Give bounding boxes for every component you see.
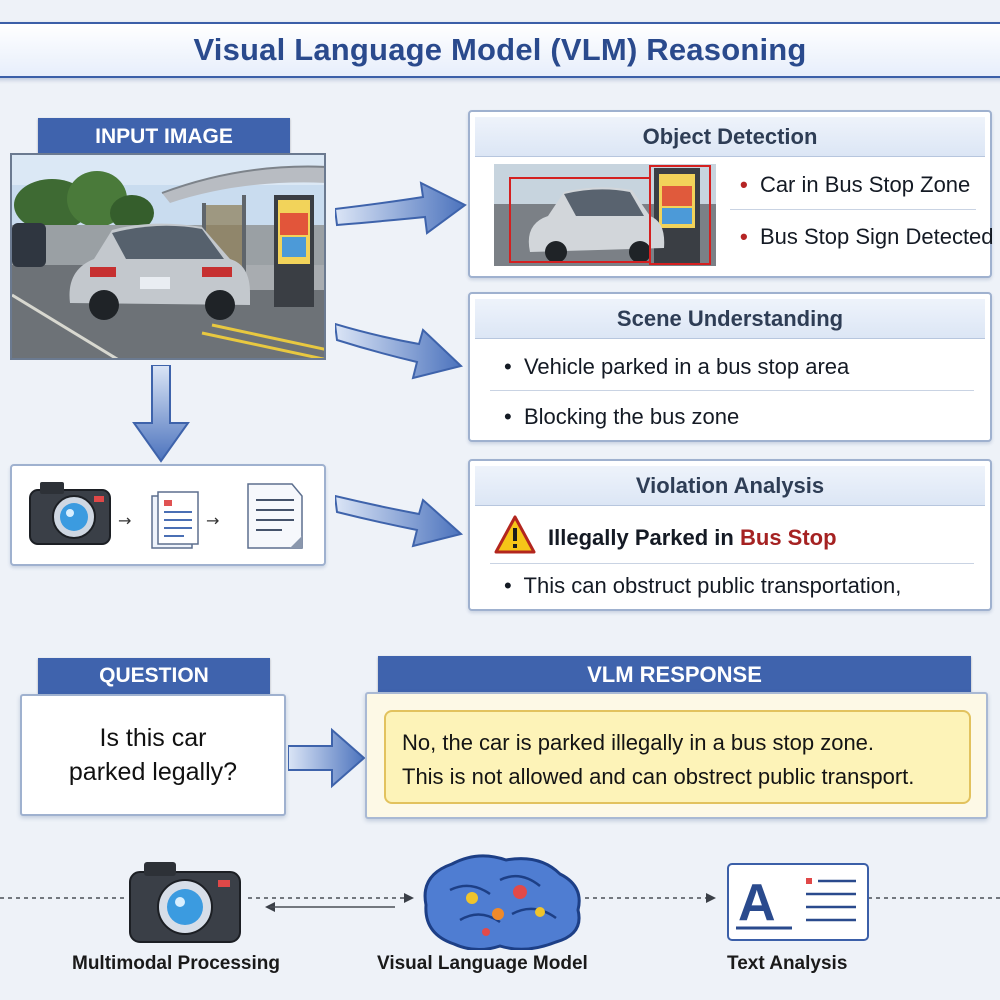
svg-text:A: A bbox=[738, 874, 776, 932]
scene-item: Vehicle parked in a bus stop area bbox=[523, 354, 850, 379]
flow-arrow bbox=[335, 322, 464, 380]
text-analysis-label: Text Analysis bbox=[727, 953, 848, 974]
svg-text:→: → bbox=[206, 511, 219, 530]
object-detection-title: Object Detection bbox=[475, 117, 985, 157]
title-bar: Visual Language Model (VLM) Reasoning bbox=[0, 22, 1000, 78]
input-image bbox=[10, 153, 326, 360]
detection-thumbnail bbox=[494, 164, 716, 266]
violation-analysis-title: Violation Analysis bbox=[475, 466, 985, 506]
vlm-response-line: No, the car is parked illegally in a bus… bbox=[402, 730, 875, 755]
flow-arrow bbox=[288, 727, 366, 789]
input-image-label: INPUT IMAGE bbox=[38, 118, 290, 156]
scene-item: Blocking the bus zone bbox=[523, 404, 740, 429]
visual-language-model-label: Visual Language Model bbox=[377, 953, 588, 974]
flow-arrow bbox=[335, 494, 464, 548]
detection-item: Bus Stop Sign Detected bbox=[759, 224, 994, 249]
page-title: Visual Language Model (VLM) Reasoning bbox=[193, 32, 807, 67]
vlm-response-line: This is not allowed and can obstrect pub… bbox=[402, 764, 915, 789]
violation-warning-accent: Bus Stop bbox=[740, 525, 837, 550]
text-document-icon: A bbox=[727, 863, 869, 941]
multimodal-processing-label: Multimodal Processing bbox=[72, 953, 280, 974]
svg-text:→: → bbox=[118, 511, 131, 530]
flow-arrow bbox=[335, 181, 467, 235]
detection-item: Car in Bus Stop Zone bbox=[759, 172, 971, 197]
violation-item: This can obstruct public transportation, bbox=[523, 573, 902, 598]
bottom-pipeline: A bbox=[0, 854, 1000, 950]
flow-arrow bbox=[132, 365, 190, 463]
process-box: → → bbox=[10, 464, 326, 566]
question-text: Is this car parked legally? bbox=[68, 724, 238, 786]
camera-icon bbox=[129, 862, 241, 943]
question-label: QUESTION bbox=[38, 658, 270, 694]
text-document-icon bbox=[247, 483, 303, 549]
violation-analysis-panel: Violation Analysis Illegally Parked in B… bbox=[468, 459, 992, 611]
vlm-response-label: VLM RESPONSE bbox=[378, 656, 971, 694]
object-detection-panel: Object Detection • Car in Bus Stop Zone … bbox=[468, 110, 994, 278]
document-icon bbox=[151, 491, 199, 549]
camera-icon bbox=[29, 482, 111, 545]
vlm-response-box: No, the car is parked illegally in a bus… bbox=[384, 710, 971, 804]
question-box: Is this car parked legally? bbox=[20, 694, 286, 816]
scene-understanding-title: Scene Understanding bbox=[475, 299, 985, 339]
violation-warning: Illegally Parked in Bus Stop bbox=[548, 525, 837, 550]
brain-icon bbox=[423, 854, 581, 950]
warning-icon bbox=[494, 515, 536, 554]
scene-understanding-panel: Scene Understanding • Vehicle parked in … bbox=[468, 292, 992, 442]
